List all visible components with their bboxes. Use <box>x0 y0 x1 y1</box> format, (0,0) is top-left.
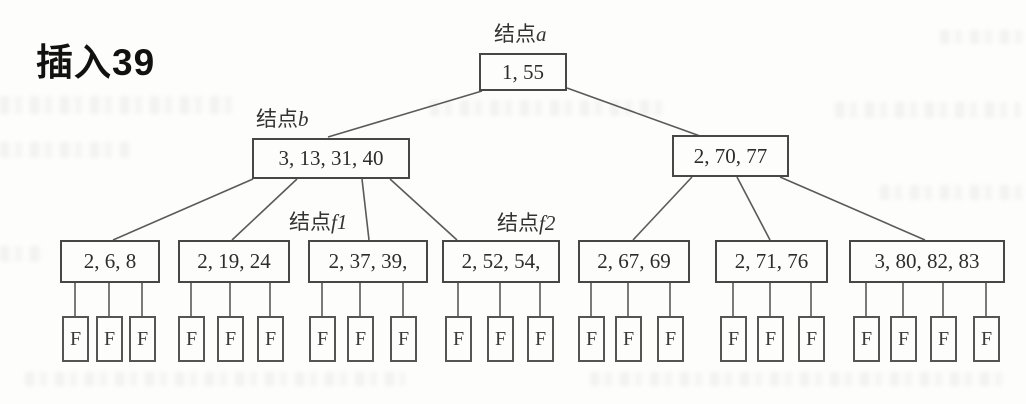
f-pointer-box: F <box>615 316 642 362</box>
f-pointer-box: F <box>347 316 374 362</box>
tree-node-root: 1, 55 <box>479 53 567 91</box>
node-b-label-prefix: 结点 <box>256 107 298 131</box>
node-f1-label: 结点f1 <box>289 206 347 236</box>
node-a-label-var: a <box>536 22 547 46</box>
node-b-label: 结点b <box>256 103 309 133</box>
f-pointer-box: F <box>62 316 89 362</box>
f-pointer-box: F <box>853 316 880 362</box>
node-f1-label-prefix: 结点 <box>289 210 331 234</box>
f-pointer-box: F <box>657 316 684 362</box>
f-pointer-box: F <box>757 316 784 362</box>
f-pointer-box: F <box>578 316 605 362</box>
node-a-label: 结点a <box>494 18 547 48</box>
tree-leaf-2: 2, 19, 24 <box>178 240 290 283</box>
tree-node-right: 2, 70, 77 <box>672 135 789 177</box>
node-a-label-prefix: 结点 <box>494 22 536 46</box>
tree-leaf-5: 2, 67, 69 <box>578 240 690 283</box>
f-pointer-box: F <box>390 316 417 362</box>
f-pointer-box: F <box>798 316 825 362</box>
f-pointer-box: F <box>96 316 123 362</box>
node-f1-label-var: f1 <box>331 210 348 234</box>
f-pointer-box: F <box>720 316 747 362</box>
f-pointer-box: F <box>930 316 957 362</box>
node-b-label-var: b <box>298 107 309 131</box>
f-pointer-box: F <box>309 316 336 362</box>
f-pointer-box: F <box>487 316 514 362</box>
f-pointer-box: F <box>129 316 156 362</box>
tree-leaf-f2: 2, 52, 54, <box>442 240 560 283</box>
tree-leaf-7: 3, 80, 82, 83 <box>849 240 1005 283</box>
f-pointer-box: F <box>217 316 244 362</box>
f-pointer-box: F <box>445 316 472 362</box>
f-pointer-box: F <box>973 316 1000 362</box>
f-pointer-box: F <box>527 316 554 362</box>
tree-leaf-f1: 2, 37, 39, <box>308 240 428 283</box>
tree-leaf-1: 2, 6, 8 <box>60 240 160 283</box>
node-f2-label: 结点f2 <box>497 207 555 237</box>
f-pointer-box: F <box>257 316 284 362</box>
node-f2-label-var: f2 <box>539 211 556 235</box>
f-pointer-box: F <box>178 316 205 362</box>
tree-leaf-6: 2, 71, 76 <box>715 240 828 283</box>
tree-node-b: 3, 13, 31, 40 <box>252 138 410 179</box>
node-f2-label-prefix: 结点 <box>497 211 539 235</box>
figure-title: 插入39 <box>36 42 156 83</box>
f-pointer-box: F <box>890 316 917 362</box>
